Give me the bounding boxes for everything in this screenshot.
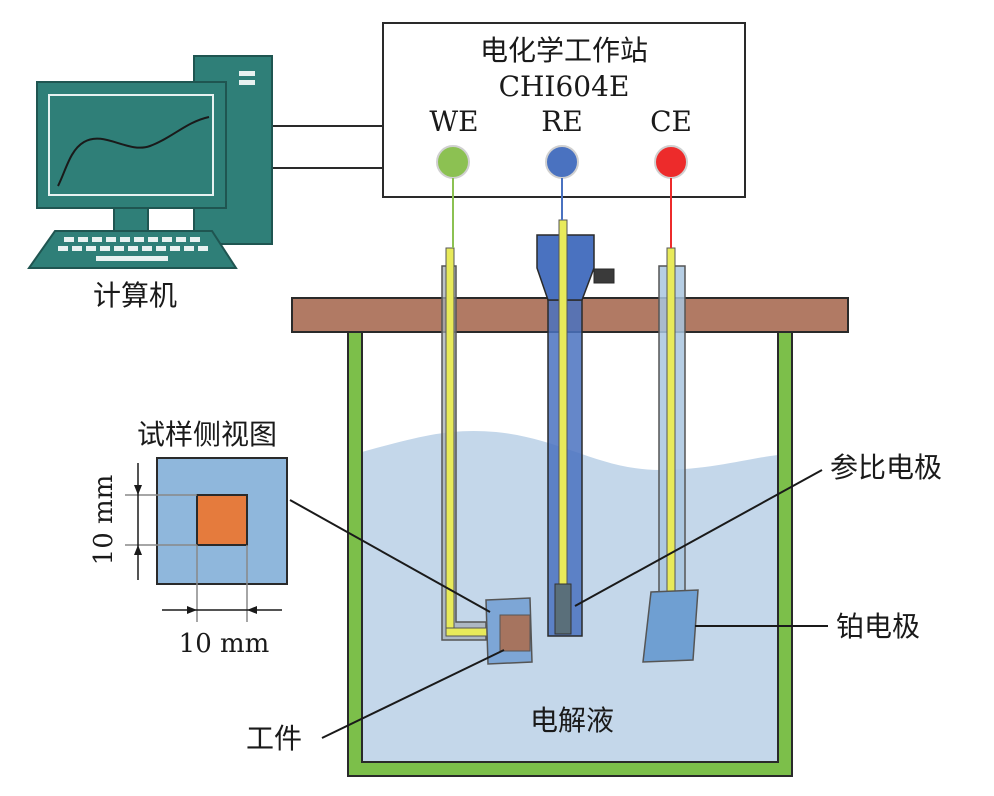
computer-label: 计算机 [93, 279, 177, 312]
platinum-electrode-label: 铂电极 [836, 610, 920, 643]
electrolytic-cell: 电解液 [291, 178, 849, 777]
leader-sample-view [289, 499, 491, 613]
re-sidearm [593, 268, 615, 284]
ce-wire [666, 247, 676, 595]
keyboard-keys [58, 237, 208, 261]
leader-reference [574, 469, 823, 607]
electrolyte-label: 电解液 [530, 704, 614, 737]
workpiece [499, 614, 531, 652]
terminal-ce-label: CE [650, 105, 692, 138]
workstation-title: 电化学工作站 [480, 34, 648, 67]
workpiece-label: 工件 [246, 722, 302, 755]
reference-electrode [536, 178, 615, 637]
platinum-plate [642, 589, 699, 663]
terminal-we-jack [436, 145, 470, 179]
monitor-screen [48, 94, 214, 196]
computer: 计算机 [27, 55, 273, 312]
dim-horizontal-label: 10 mm [179, 629, 270, 659]
re-wire [558, 219, 568, 605]
terminal-re-label: RE [541, 105, 583, 138]
sample-inner [196, 494, 248, 546]
terminal-re-jack [545, 145, 579, 179]
we-wire [445, 247, 455, 635]
sample-side-view: 试样侧视图 10 mm 10 mm [89, 418, 288, 659]
leader-workpiece [321, 649, 505, 739]
monitor-stand [113, 207, 149, 233]
sample-view-title: 试样侧视图 [137, 418, 277, 451]
workstation-model: CHI604E [499, 70, 630, 103]
counter-electrode [642, 178, 699, 663]
workstation: 电化学工作站 CHI604E WE RE CE [382, 22, 746, 198]
terminal-ce-jack [654, 145, 688, 179]
dim-vertical-label: 10 mm [89, 475, 119, 566]
terminal-we-label: WE [429, 105, 478, 138]
screen-curve [57, 116, 210, 187]
re-tip [554, 583, 572, 635]
working-electrode [441, 178, 533, 665]
reference-electrode-label: 参比电极 [830, 451, 942, 484]
